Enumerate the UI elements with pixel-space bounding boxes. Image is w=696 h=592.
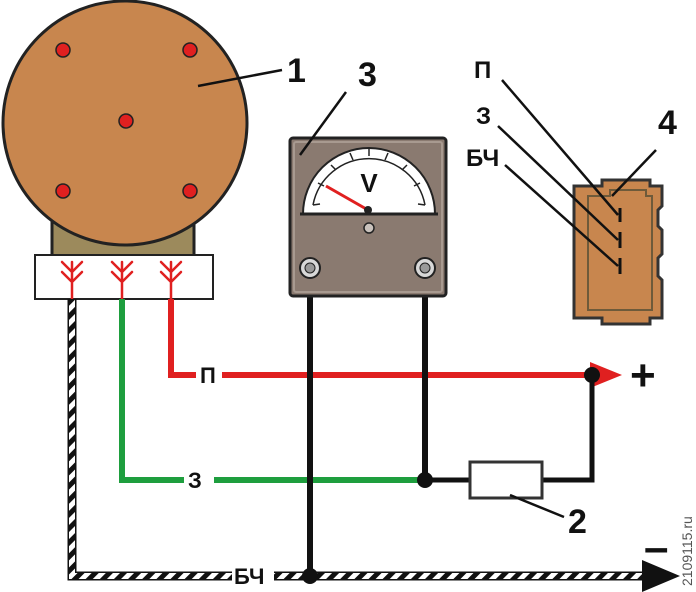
crimp-icon	[159, 260, 183, 302]
arrow-plus-icon	[590, 362, 622, 388]
junction-dot	[417, 472, 433, 488]
voltmeter: V	[288, 136, 448, 298]
label-resistor-number: 2	[568, 503, 587, 541]
watermark: 2109115.ru	[679, 516, 695, 586]
voltmeter-symbol: V	[360, 168, 378, 198]
plus-terminal-label: +	[630, 351, 656, 400]
sensor-dot	[118, 113, 134, 129]
leader-line	[298, 91, 348, 156]
label-connector-number: 4	[658, 104, 677, 142]
sensor-dot	[55, 42, 71, 58]
sensor-dot	[182, 42, 198, 58]
wire-black	[67, 299, 680, 592]
wire-red	[168, 299, 622, 388]
wire-label-green: З	[188, 468, 202, 493]
sensor-dot	[182, 183, 198, 199]
wire-label-red: П	[200, 363, 216, 388]
junction-dot	[302, 568, 318, 584]
junction-dot	[584, 367, 600, 383]
arrow-minus-icon	[642, 560, 680, 592]
crimp-icon	[60, 260, 84, 302]
wire-label-black: БЧ	[234, 564, 264, 589]
leader-line	[197, 68, 283, 88]
voltmeter-needle	[325, 184, 369, 212]
label-voltmeter-number: 3	[358, 56, 377, 94]
connector-pin-label-bch: БЧ	[466, 145, 499, 172]
crimp-icon	[110, 260, 134, 302]
resistor	[468, 460, 544, 500]
label-sensor-number: 1	[287, 52, 306, 90]
wire-green	[119, 299, 425, 483]
minus-terminal-label: –	[644, 523, 668, 572]
connector-pin-label-p: П	[474, 57, 491, 84]
voltmeter-dial	[301, 147, 437, 215]
leader-line	[501, 79, 619, 216]
leader-line	[497, 125, 619, 241]
leader-line	[509, 493, 565, 519]
leader-line	[504, 164, 619, 267]
sensor	[1, 0, 249, 260]
dial-ticks	[312, 149, 426, 206]
sensor-connector-block	[34, 254, 214, 302]
leader-line	[611, 149, 657, 197]
adjust-screw-icon	[363, 222, 375, 234]
sensor-dot	[55, 183, 71, 199]
connector-pin-label-z: З	[476, 103, 491, 130]
connector-plug	[572, 178, 664, 326]
